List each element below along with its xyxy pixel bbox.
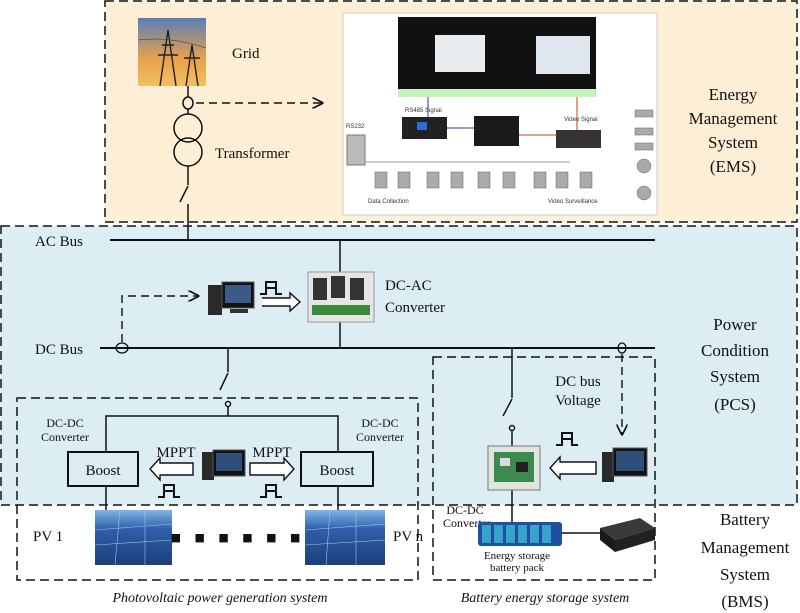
ems-title: Energy Management System (EMS) [689,85,778,176]
battery-controller-computer-icon [602,447,648,482]
battery-pack-image [478,522,562,546]
battery-caption: Battery energy storage system [461,591,630,606]
svg-text:Battery: Battery [720,510,771,529]
battery-pack-label-2: battery pack [490,562,545,574]
converter-label: Converter [385,300,445,316]
grid-photo [137,18,207,87]
battery-control-arrow-icon [549,455,597,481]
dc-bus-voltage-label: DC bus [555,374,601,390]
battery-wiring [502,348,600,534]
dc-bus-voltage-label-2: Voltage [555,393,601,409]
svg-text:(BMS): (BMS) [721,592,768,611]
dc-ac-label: DC-AC [385,278,432,294]
rs485-label: RS485 Signal [405,108,442,114]
pv1-panel-image [94,509,173,566]
pvn-label: PV n [393,529,424,545]
pvn-panel-image [304,509,386,566]
svg-text:System: System [710,367,760,386]
dc-ac-converter-image [307,271,375,323]
dcdc-right-label-2: Converter [356,430,404,444]
pwm-pulse-icon [260,281,282,295]
more-panels-dots: ■ ■ ■ ■ ■ ■ [171,531,306,544]
svg-text:(EMS): (EMS) [710,157,756,176]
svg-text:Condition: Condition [701,341,770,360]
mppt-left-label: MPPT [156,445,195,461]
bms-device-image [600,518,655,552]
ems-screenshot: RS232 RS485 Signal Video Signal Data Col… [342,12,658,216]
rs232-label: RS232 [346,124,365,130]
svg-text:Management: Management [701,538,790,557]
mppt-left-arrow-icon [149,456,194,482]
pwm-pulse-battery-icon [556,432,578,446]
double-arrow-icon [262,291,302,313]
bms-title: Battery Management System (BMS) [701,510,790,611]
transformer-label: Transformer [215,146,289,162]
battery-region [432,356,656,581]
pcs-controller-computer-icon [208,281,255,315]
svg-text:Energy: Energy [709,85,758,104]
svg-text:Power: Power [713,315,757,334]
pwm-pulse-left-icon [158,484,180,498]
battery-dcdc-converter-board [487,445,541,491]
svg-text:(PCS): (PCS) [714,395,756,414]
mppt-controller-computer-icon [202,449,246,480]
dcdc-right-label: DC-DC [361,416,398,430]
pcs-title: Power Condition System (PCS) [701,315,770,414]
boost-right-label: Boost [319,463,355,479]
dc-bus-label: DC Bus [35,342,83,358]
transformer-icon [173,86,203,240]
svg-text:System: System [708,133,758,152]
ac-bus-label: AC Bus [35,234,83,250]
dcdc-left-label-2: Converter [41,430,89,444]
svg-text:Management: Management [689,109,778,128]
boost-right-box [300,451,374,487]
pv-caption: Photovoltaic power generation system [111,591,327,606]
video-signal-label: Video Signal [564,117,598,123]
boost-left-label: Boost [85,463,121,479]
boost-left-box [67,451,139,487]
mppt-right-label: MPPT [252,445,291,461]
svg-text:System: System [720,565,770,584]
dcdc-left-label: DC-DC [46,416,83,430]
pv1-label: PV 1 [33,529,63,545]
video-surveillance-label: Video Surveillance [548,199,598,205]
pv-region [16,397,419,581]
battery-dcdc-label: DC-DC [446,503,483,517]
data-collection-label: Data Collection [368,199,409,205]
pv-wiring [105,348,339,512]
dc-bus-feedback-dashed-arrow [121,296,198,342]
grid-label: Grid [232,46,260,62]
pcs-region [0,225,798,506]
battery-pack-label: Energy storage [484,550,550,562]
mppt-right-arrow-icon [249,456,295,482]
pwm-pulse-right-icon [260,484,282,498]
